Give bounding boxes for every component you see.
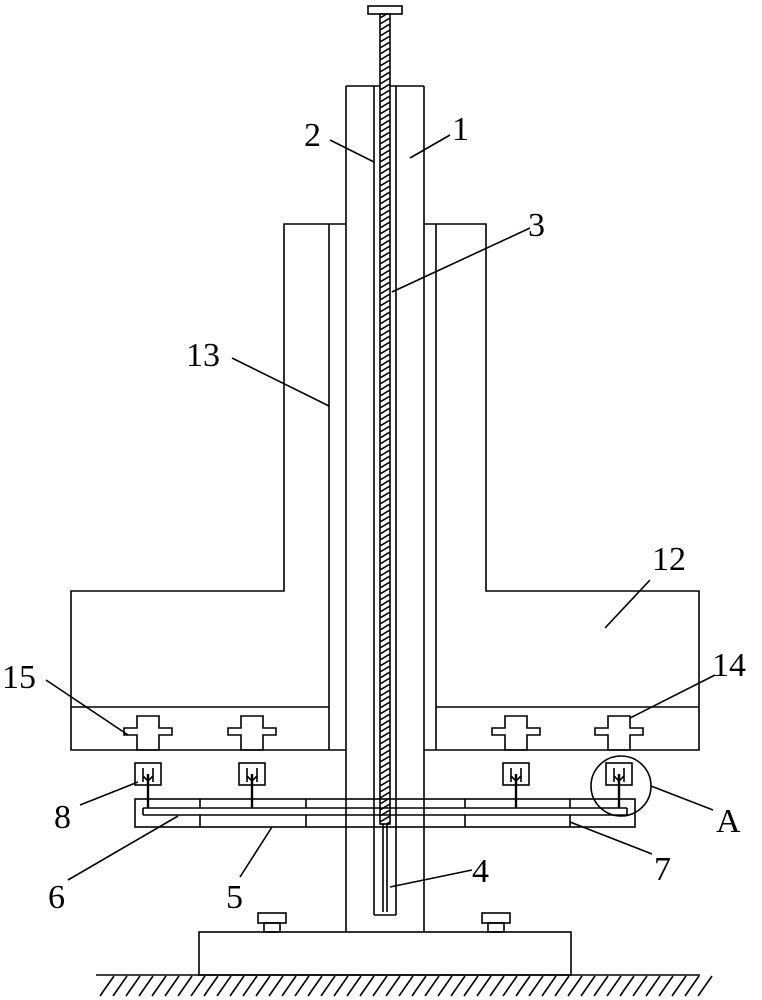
sleeve-body (70, 223, 700, 751)
bolt-right (481, 912, 511, 933)
clip-group (123, 715, 644, 751)
ground (96, 974, 713, 997)
label-4: 4 (472, 853, 489, 890)
label-3: 3 (528, 207, 545, 244)
labels: 1 2 3 13 12 14 15 8 A 7 4 6 5 (2, 111, 746, 916)
clip-2 (227, 715, 277, 751)
label-14: 14 (712, 647, 746, 684)
gripper-3 (502, 762, 530, 808)
guide-channel (373, 86, 397, 916)
label-1: 1 (452, 111, 469, 148)
label-2: 2 (304, 117, 321, 154)
gripper-group (134, 762, 633, 808)
gripper-4 (605, 762, 633, 808)
lead-screw (367, 5, 403, 912)
clip-1 (123, 715, 173, 751)
label-7: 7 (654, 851, 671, 888)
label-12: 12 (652, 541, 686, 578)
label-13: 13 (186, 337, 220, 374)
gripper-2 (238, 762, 266, 808)
clip-3 (491, 715, 541, 751)
gripper-1 (134, 762, 162, 808)
leader-lines (45, 134, 716, 888)
label-A: A (716, 803, 741, 840)
label-8: 8 (54, 799, 71, 836)
label-5: 5 (226, 879, 243, 916)
label-15: 15 (2, 659, 36, 696)
clip-4 (594, 715, 644, 751)
detail-circle-a (590, 755, 652, 817)
bolt-left (257, 912, 287, 933)
label-6: 6 (48, 879, 65, 916)
base-plate (198, 931, 572, 976)
